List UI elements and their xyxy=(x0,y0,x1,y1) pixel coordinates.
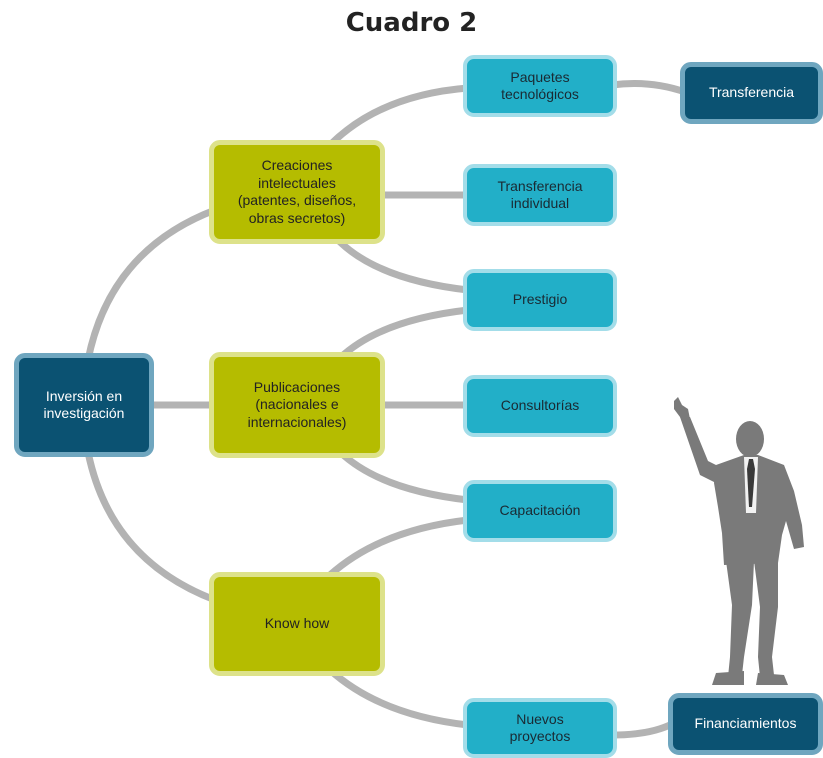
node-transferencia-individual: Transferencia individual xyxy=(463,164,617,226)
node-financiamientos: Financiamientos xyxy=(668,693,823,755)
node-creaciones: Creaciones intelectuales (patentes, dise… xyxy=(209,140,385,244)
connector-paquetes-transferencia xyxy=(608,80,689,96)
connector-publicaciones-prestigio xyxy=(336,306,472,362)
connector-creaciones-prestigio xyxy=(336,238,472,294)
node-inversion: Inversión en investigación xyxy=(14,353,154,457)
node-know-how: Know how xyxy=(209,572,385,676)
connector-root-creaciones xyxy=(84,206,219,364)
connector-root-knowhow xyxy=(84,448,219,604)
node-consultorias: Consultorías xyxy=(463,375,617,437)
diagram-title: Cuadro 2 xyxy=(345,8,478,38)
node-publicaciones: Publicaciones (nacionales e internaciona… xyxy=(209,352,385,458)
connector-creaciones-paquetes xyxy=(326,84,472,149)
node-capacitacion: Capacitación xyxy=(463,480,617,542)
node-prestigio: Prestigio xyxy=(463,269,617,331)
connector-publicaciones-capacitacion xyxy=(336,448,472,504)
node-paquetes: Paquetes tecnológicos xyxy=(463,55,617,117)
node-transferencia: Transferencia xyxy=(680,62,823,124)
node-nuevos-proyectos: Nuevos proyectos xyxy=(463,698,617,758)
connector-knowhow-nuevos xyxy=(326,666,472,729)
connector-knowhow-capacitacion xyxy=(326,516,472,579)
businessman-pointing-icon xyxy=(674,397,804,685)
connector-nuevos-financiamientos xyxy=(608,720,676,739)
